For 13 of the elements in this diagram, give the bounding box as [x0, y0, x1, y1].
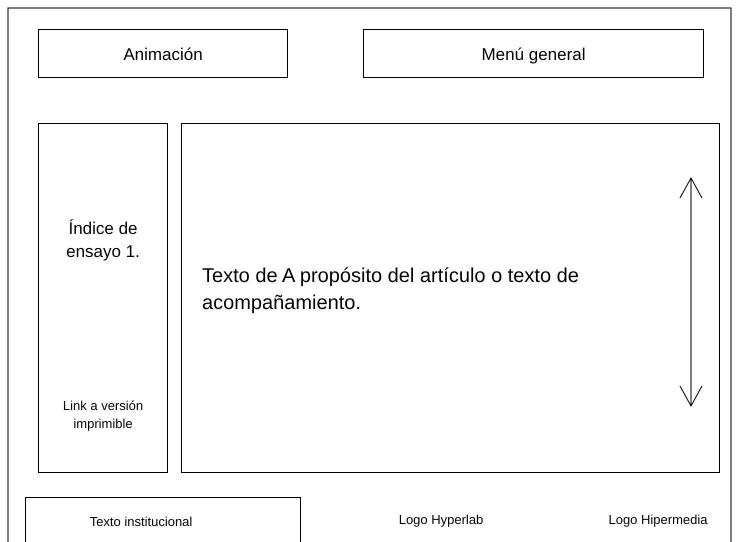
footer-note: Logo Hyperlab [398, 512, 484, 527]
sidebar-panel [38, 123, 168, 473]
content-panel [181, 123, 720, 473]
footer-note: Logo Hipermedia [607, 512, 708, 527]
animation-box [38, 29, 288, 78]
footer-box [25, 497, 301, 542]
box-text: Menú general [480, 44, 586, 66]
index-title: Índice de ensayo 1. [65, 218, 141, 263]
menu-box [363, 29, 704, 78]
print-link: Link a versión imprimible [62, 397, 144, 432]
box-text: Animación [122, 44, 204, 66]
box-text: Texto institucional [88, 513, 194, 531]
box-text: Texto de A propósito del artículo o texto de acompañamiento. [202, 264, 580, 316]
